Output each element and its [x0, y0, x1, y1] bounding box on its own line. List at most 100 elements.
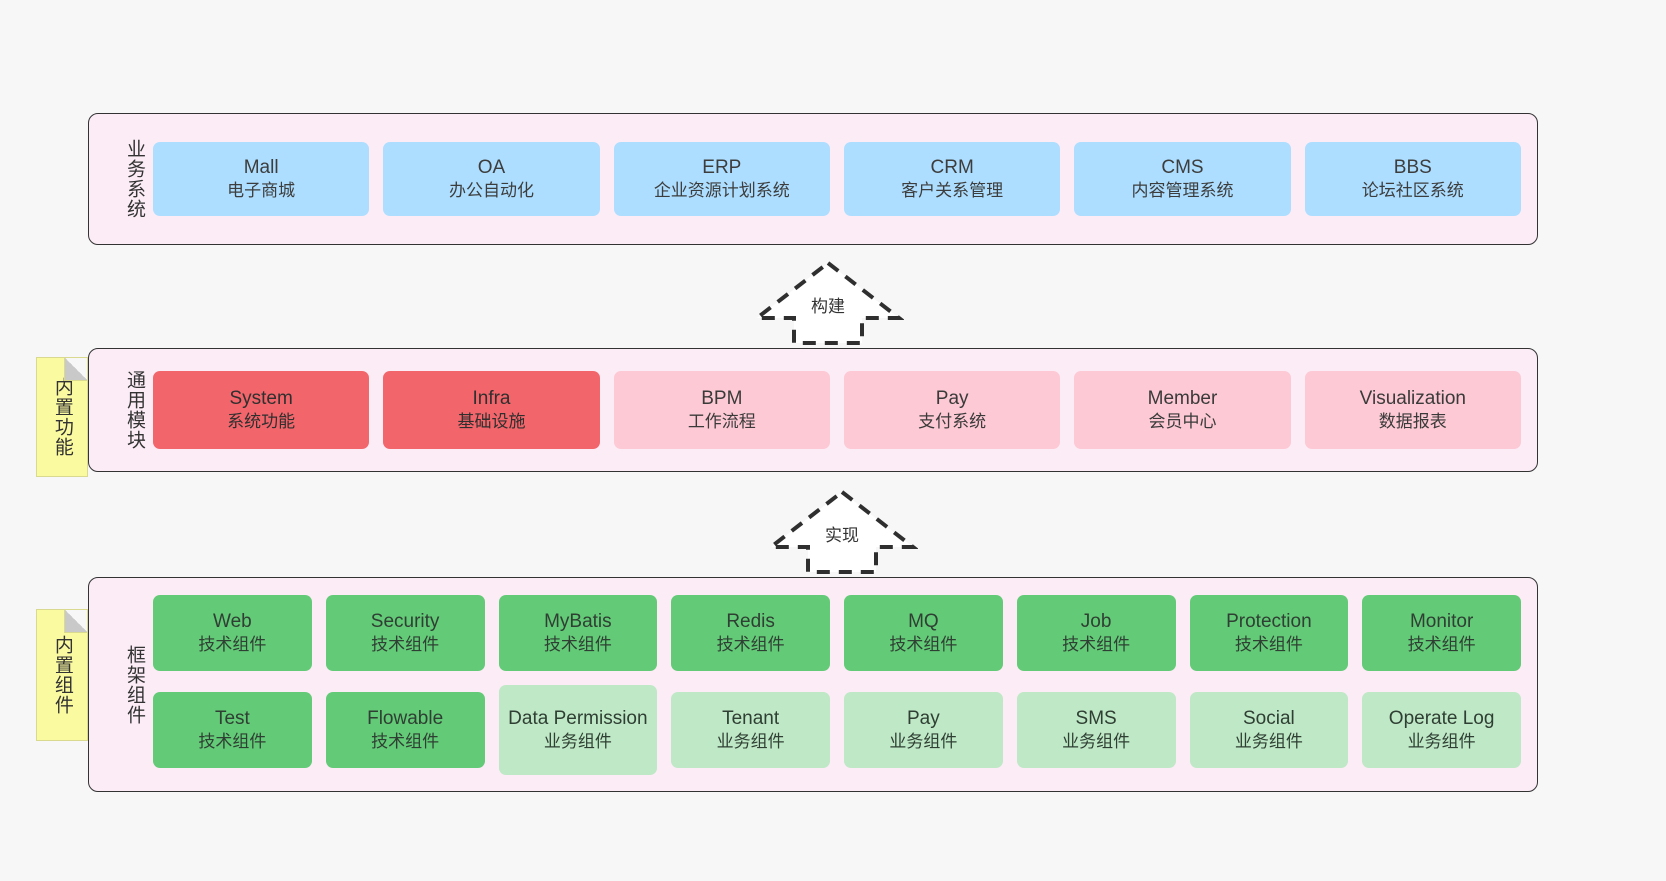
card-protection-en: Protection: [1226, 610, 1312, 632]
card-cms-cn: 内容管理系统: [1131, 181, 1234, 201]
card-erp-cn: 企业资源计划系统: [653, 181, 790, 201]
card-visualization-cn: 数据报表: [1378, 412, 1447, 432]
layer-body-common-module: System 系统功能 Infra 基础设施 BPM 工作流程 Pay 支付系统…: [145, 349, 1537, 471]
card-sms-cn: 业务组件: [1062, 731, 1131, 751]
layer-common-module: 通用模块 System 系统功能 Infra 基础设施 BPM 工作流程 Pay…: [88, 348, 1538, 472]
card-job-en: Job: [1080, 610, 1112, 632]
card-web[interactable]: Web 技术组件: [153, 594, 312, 671]
card-system[interactable]: System 系统功能: [153, 371, 370, 449]
note-builtin-component-text: 内置组件: [51, 635, 73, 715]
card-bpm[interactable]: BPM 工作流程: [613, 371, 830, 449]
card-flowable[interactable]: Flowable 技术组件: [325, 691, 485, 768]
card-member[interactable]: Member 会员中心: [1074, 371, 1291, 449]
card-cms[interactable]: CMS 内容管理系统: [1074, 142, 1291, 216]
card-test-en: Test: [214, 707, 250, 729]
card-redis-cn: 技术组件: [716, 634, 785, 654]
connector-implement: 实现: [766, 487, 918, 577]
layer-framework-component: 框架组件 Web 技术组件 Security 技术组件 MyBatis 技术组件…: [88, 577, 1538, 792]
card-bpm-cn: 工作流程: [687, 412, 756, 432]
card-erp-en: ERP: [702, 157, 742, 179]
card-sms-en: SMS: [1075, 707, 1117, 729]
card-operate-log[interactable]: Operate Log 业务组件: [1362, 691, 1521, 768]
card-member-en: Member: [1147, 388, 1218, 410]
card-crm-en: CRM: [930, 157, 974, 179]
card-bbs-cn: 论坛社区系统: [1361, 181, 1464, 201]
framework-row-technical: Web 技术组件 Security 技术组件 MyBatis 技术组件 Redi…: [153, 594, 1521, 671]
layer-business-system: 业务系统 Mall 电子商城 OA 办公自动化 ERP 企业资源计划系统 CRM…: [88, 113, 1538, 245]
card-flowable-cn: 技术组件: [371, 731, 440, 751]
card-pay-module-en: Pay: [935, 388, 969, 410]
card-mq[interactable]: MQ 技术组件: [844, 594, 1003, 671]
card-redis-en: Redis: [726, 610, 775, 632]
card-web-cn: 技术组件: [198, 634, 267, 654]
card-tenant[interactable]: Tenant 业务组件: [671, 691, 830, 768]
card-pay-component-cn: 业务组件: [889, 731, 958, 751]
card-security-en: Security: [370, 610, 440, 632]
card-tenant-en: Tenant: [722, 707, 780, 729]
connector-build: 构建: [752, 258, 904, 348]
card-monitor-en: Monitor: [1409, 610, 1474, 632]
card-mybatis[interactable]: MyBatis 技术组件: [498, 594, 658, 671]
card-oa-en: OA: [477, 157, 506, 179]
layer-title-framework-component: 框架组件: [124, 644, 145, 725]
card-mybatis-en: MyBatis: [544, 610, 612, 632]
note-builtin-function-text: 内置功能: [51, 377, 73, 457]
card-crm-cn: 客户关系管理: [901, 181, 1004, 201]
card-web-en: Web: [213, 610, 252, 632]
card-operate-log-cn: 业务组件: [1407, 731, 1476, 751]
card-infra-en: Infra: [472, 388, 511, 410]
card-social-en: Social: [1243, 707, 1295, 729]
card-infra[interactable]: Infra 基础设施: [383, 371, 600, 449]
card-member-cn: 会员中心: [1148, 412, 1217, 432]
note-builtin-function: 内置功能: [36, 357, 88, 477]
framework-row-business: Test 技术组件 Flowable 技术组件 Data Permission …: [153, 684, 1521, 775]
card-mybatis-cn: 技术组件: [543, 634, 612, 654]
card-flowable-en: Flowable: [367, 707, 444, 729]
card-pay-module[interactable]: Pay 支付系统: [843, 371, 1061, 449]
card-oa[interactable]: OA 办公自动化: [383, 142, 600, 216]
card-system-cn: 系统功能: [227, 412, 296, 432]
layer-title-business-system: 业务系统: [124, 139, 145, 219]
card-job-cn: 技术组件: [1062, 634, 1131, 654]
card-test[interactable]: Test 技术组件: [153, 691, 312, 768]
card-mall[interactable]: Mall 电子商城: [153, 142, 370, 216]
card-mq-en: MQ: [908, 610, 939, 632]
card-cms-en: CMS: [1161, 157, 1204, 179]
card-bpm-en: BPM: [701, 388, 743, 410]
card-erp[interactable]: ERP 企业资源计划系统: [613, 142, 830, 216]
card-bbs[interactable]: BBS 论坛社区系统: [1304, 142, 1521, 216]
card-data-permission[interactable]: Data Permission 业务组件: [498, 684, 658, 775]
note-builtin-component: 内置组件: [36, 609, 88, 741]
layer-body-business-system: Mall 电子商城 OA 办公自动化 ERP 企业资源计划系统 CRM 客户关系…: [145, 114, 1537, 244]
card-protection-cn: 技术组件: [1234, 634, 1303, 654]
card-monitor[interactable]: Monitor 技术组件: [1362, 594, 1521, 671]
card-social[interactable]: Social 业务组件: [1189, 691, 1349, 768]
card-data-permission-en: Data Permission: [508, 707, 648, 729]
layer-body-framework-component: Web 技术组件 Security 技术组件 MyBatis 技术组件 Redi…: [145, 578, 1537, 791]
card-tenant-cn: 业务组件: [716, 731, 785, 751]
card-mall-cn: 电子商城: [227, 181, 296, 201]
card-infra-cn: 基础设施: [457, 412, 526, 432]
card-test-cn: 技术组件: [198, 731, 267, 751]
card-redis[interactable]: Redis 技术组件: [671, 594, 830, 671]
card-security[interactable]: Security 技术组件: [325, 594, 485, 671]
card-data-permission-cn: 业务组件: [543, 731, 612, 751]
card-sms[interactable]: SMS 业务组件: [1016, 691, 1176, 768]
card-social-cn: 业务组件: [1234, 731, 1303, 751]
card-job[interactable]: Job 技术组件: [1016, 594, 1176, 671]
card-visualization[interactable]: Visualization 数据报表: [1304, 371, 1521, 449]
card-mq-cn: 技术组件: [889, 634, 958, 654]
card-security-cn: 技术组件: [371, 634, 440, 654]
layer-title-common-module: 通用模块: [124, 370, 145, 450]
card-crm[interactable]: CRM 客户关系管理: [843, 142, 1061, 216]
card-pay-module-cn: 支付系统: [918, 412, 987, 432]
card-protection[interactable]: Protection 技术组件: [1189, 594, 1349, 671]
card-bbs-en: BBS: [1393, 157, 1432, 179]
card-system-en: System: [229, 388, 293, 410]
card-operate-log-en: Operate Log: [1388, 707, 1495, 729]
card-visualization-en: Visualization: [1359, 388, 1466, 410]
card-pay-component[interactable]: Pay 业务组件: [844, 691, 1003, 768]
card-monitor-cn: 技术组件: [1407, 634, 1476, 654]
card-pay-component-en: Pay: [907, 707, 940, 729]
